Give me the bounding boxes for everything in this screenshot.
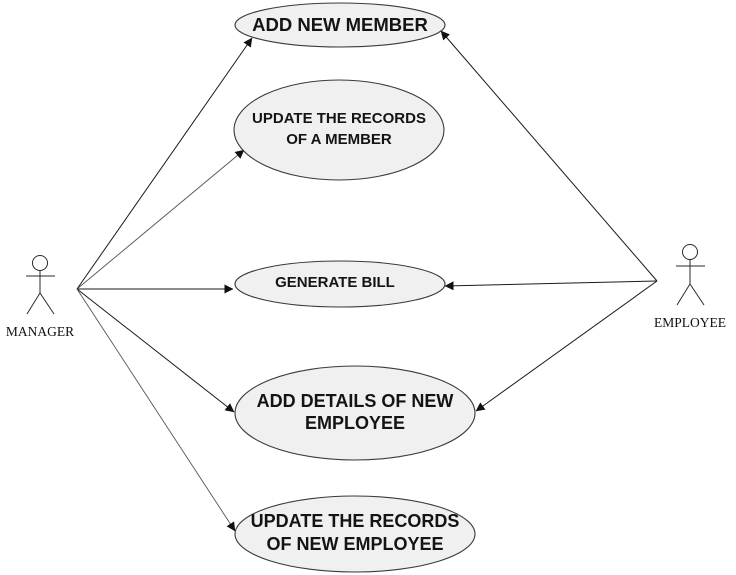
actor-left-leg bbox=[26, 292, 41, 315]
use-case-update-employee-records[interactable]: UPDATE THE RECORDS OF NEW EMPLOYEE bbox=[234, 495, 476, 573]
use-case-label-line-1: ADD DETAILS OF NEW bbox=[257, 391, 454, 411]
use-case-label-line-2: EMPLOYEE bbox=[305, 413, 405, 433]
actor-right-leg bbox=[39, 292, 55, 315]
use-case-add-new-member[interactable]: ADD NEW MEMBER bbox=[234, 2, 446, 48]
use-case-label-line-1: UPDATE THE RECORDS bbox=[252, 110, 426, 127]
association-manager-to-add-new-member bbox=[76, 37, 253, 290]
actor-head-icon bbox=[32, 255, 48, 271]
use-case-label: GENERATE BILL bbox=[275, 274, 395, 291]
actor-label: MANAGER bbox=[6, 324, 74, 339]
actor-manager[interactable]: MANAGER bbox=[6, 255, 74, 340]
association-manager-to-add-employee-details bbox=[76, 288, 235, 413]
actor-head-icon bbox=[682, 244, 698, 260]
use-case-label-line-2: OF A MEMBER bbox=[286, 131, 392, 148]
association-employee-to-add-employee-details bbox=[475, 280, 658, 412]
actor-left-leg bbox=[676, 283, 691, 306]
use-case-label-line-1: UPDATE THE RECORDS bbox=[251, 511, 460, 531]
use-case-update-member-records[interactable]: UPDATE THE RECORDS OF A MEMBER bbox=[233, 79, 445, 181]
use-case-generate-bill[interactable]: GENERATE BILL bbox=[234, 260, 446, 308]
actor-label: EMPLOYEE bbox=[654, 315, 726, 330]
use-case-label-line-2: OF NEW EMPLOYEE bbox=[266, 534, 443, 554]
actor-right-leg bbox=[689, 283, 705, 306]
use-case-add-employee-details[interactable]: ADD DETAILS OF NEW EMPLOYEE bbox=[234, 365, 476, 461]
association-manager-to-update-member-records bbox=[76, 149, 245, 290]
actor-employee[interactable]: EMPLOYEE bbox=[654, 244, 726, 331]
use-case-label: ADD NEW MEMBER bbox=[252, 14, 428, 35]
association-layer bbox=[76, 30, 658, 532]
association-employee-to-generate-bill bbox=[444, 280, 658, 291]
association-employee-to-add-new-member bbox=[440, 30, 658, 282]
association-manager-to-update-employee-records bbox=[76, 288, 236, 532]
